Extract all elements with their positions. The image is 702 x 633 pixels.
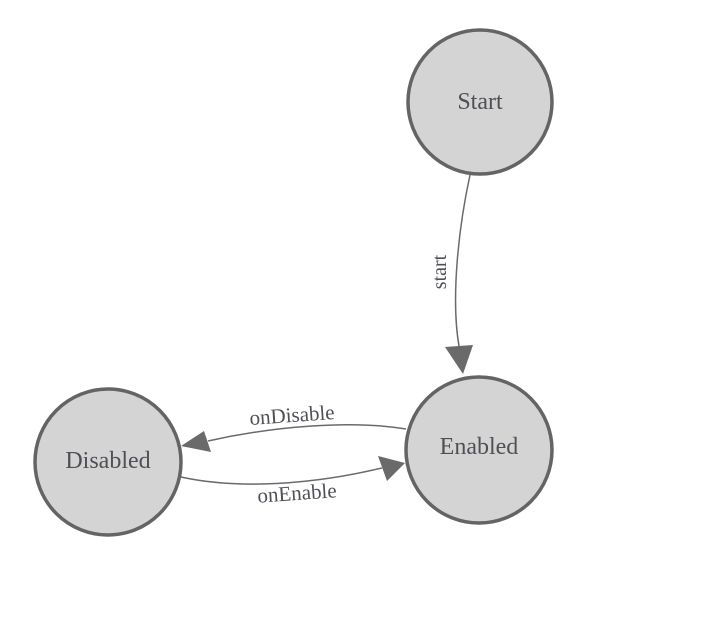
edge-disabled-to-enabled: onEnable <box>180 456 405 508</box>
edge-line-onenable <box>180 467 383 485</box>
arrowhead-into-enabled-top <box>445 345 473 374</box>
node-start-circle <box>406 28 554 176</box>
edge-label-onenable: onEnable <box>257 478 338 507</box>
node-disabled-circle <box>33 387 183 537</box>
edge-label-start: start <box>429 254 451 289</box>
arrowhead-into-enabled-left <box>378 456 405 481</box>
node-enabled-label: Enabled <box>440 434 519 460</box>
edge-line-start <box>454 174 471 347</box>
node-start: Start <box>406 28 554 176</box>
edge-enabled-to-disabled: onDisable <box>181 400 407 452</box>
node-start-label: Start <box>457 89 503 115</box>
edge-line-ondisable <box>207 424 407 442</box>
edge-start-to-enabled: start <box>429 174 473 374</box>
arrowhead-into-disabled-right <box>181 431 211 452</box>
node-disabled-label: Disabled <box>65 448 150 474</box>
node-enabled: Enabled <box>404 375 554 525</box>
edge-label-ondisable: onDisable <box>249 400 336 430</box>
node-enabled-circle <box>404 375 554 525</box>
node-disabled: Disabled <box>33 387 183 537</box>
